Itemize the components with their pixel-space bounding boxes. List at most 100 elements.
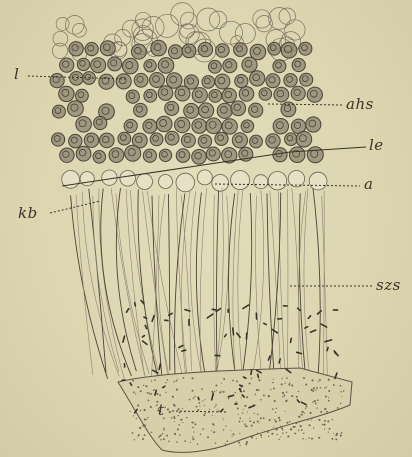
granule-dot: [295, 422, 297, 424]
granule-dot: [323, 424, 325, 426]
granule-dot: [212, 415, 213, 416]
granule-dot: [178, 424, 180, 426]
granule-dot: [245, 425, 247, 427]
granule-dot: [261, 437, 262, 438]
granule-dot: [312, 379, 314, 381]
granule-dot: [139, 427, 141, 429]
granule-dot: [286, 391, 287, 392]
nucleated-cell: [241, 120, 254, 133]
granule-mark: [145, 325, 147, 328]
granule-dot: [326, 411, 328, 413]
granule-dot: [278, 417, 280, 419]
granule-dot: [281, 427, 283, 429]
granule-dot: [144, 434, 146, 436]
granule-dot: [324, 409, 325, 410]
granule-dot: [201, 388, 203, 390]
granule-dot: [301, 414, 303, 416]
granule-mark: [325, 340, 332, 342]
nucleated-cell: [123, 58, 139, 74]
granule-dot: [136, 418, 137, 419]
granule-dot: [193, 397, 194, 398]
granule-dot: [177, 379, 178, 380]
granule-dot: [278, 439, 279, 440]
nucleated-cell: [266, 134, 280, 148]
granule-dot: [318, 437, 320, 439]
granule-dot: [199, 402, 201, 404]
granule-dot: [316, 387, 318, 389]
granule-dot: [144, 418, 146, 420]
leader-ahs: [268, 104, 342, 105]
nucleated-cell: [143, 119, 157, 133]
granule-dot: [335, 438, 337, 440]
nucleated-cell: [206, 118, 222, 134]
granule-dot: [180, 419, 182, 421]
nucleated-cell: [222, 88, 236, 102]
granule-dot: [247, 411, 248, 412]
granule-dot: [263, 395, 264, 396]
granule-dot: [146, 419, 147, 420]
pale-cell: [52, 43, 67, 58]
granule-dot: [324, 429, 325, 430]
nucleated-cell: [285, 133, 298, 146]
granule-dot: [327, 420, 329, 422]
granule-dot: [184, 440, 186, 442]
granule-dot: [232, 380, 234, 382]
nucleated-cell: [100, 41, 115, 56]
pale-cell: [56, 17, 69, 30]
nucleated-cell: [299, 42, 312, 55]
granule-dot: [147, 392, 149, 394]
granule-dot: [303, 377, 305, 379]
granule-dot: [309, 424, 311, 426]
granule-dot: [171, 417, 172, 418]
granule-dot: [172, 396, 174, 398]
granule-dot: [217, 409, 218, 410]
boundary-cell: [231, 171, 250, 190]
granule-dot: [214, 391, 215, 392]
granule-dot: [276, 429, 278, 431]
fiber-strand: [216, 190, 218, 374]
granule-dot: [147, 417, 148, 418]
granule-dot: [212, 423, 214, 425]
granule-dot: [143, 385, 144, 386]
nucleated-cell: [202, 76, 215, 89]
granule-dot: [289, 421, 290, 422]
nucleated-cell: [125, 145, 141, 161]
granule-dot: [239, 421, 241, 423]
granule-dot: [258, 420, 259, 421]
nucleated-cell: [206, 147, 220, 161]
fiber-strand: [252, 190, 263, 376]
nucleated-cell: [85, 43, 98, 56]
granule-dot: [233, 433, 235, 435]
granule-dot: [251, 377, 253, 379]
granule-dot: [189, 399, 191, 401]
nucleated-cell: [60, 148, 74, 162]
granule-dot: [230, 430, 231, 431]
granule-dot: [176, 380, 178, 382]
granule-mark: [237, 333, 240, 337]
granule-dot: [298, 391, 299, 392]
nucleated-cell: [249, 103, 263, 117]
fiber-strand: [241, 193, 251, 383]
granule-dot: [267, 431, 269, 433]
granule-mark: [198, 397, 199, 399]
granule-dot: [328, 397, 329, 398]
nucleated-cell-layer: [50, 40, 327, 192]
granule-dot: [148, 393, 150, 395]
granule-dot: [222, 418, 223, 419]
nucleated-cell: [94, 116, 107, 129]
granule-dot: [273, 427, 274, 428]
nucleated-cell: [169, 45, 183, 59]
granule-mark: [135, 303, 136, 306]
granule-dot: [274, 400, 276, 402]
granule-dot: [160, 439, 161, 440]
nucleated-cell: [250, 71, 265, 86]
label-a: a: [364, 177, 373, 192]
granule-dot: [140, 390, 142, 392]
nucleated-cell: [69, 134, 82, 147]
granule-dot: [324, 387, 325, 388]
granule-dot: [313, 428, 314, 429]
granule-dot: [182, 408, 183, 409]
granule-dot: [280, 426, 281, 427]
granule-dot: [133, 391, 135, 393]
